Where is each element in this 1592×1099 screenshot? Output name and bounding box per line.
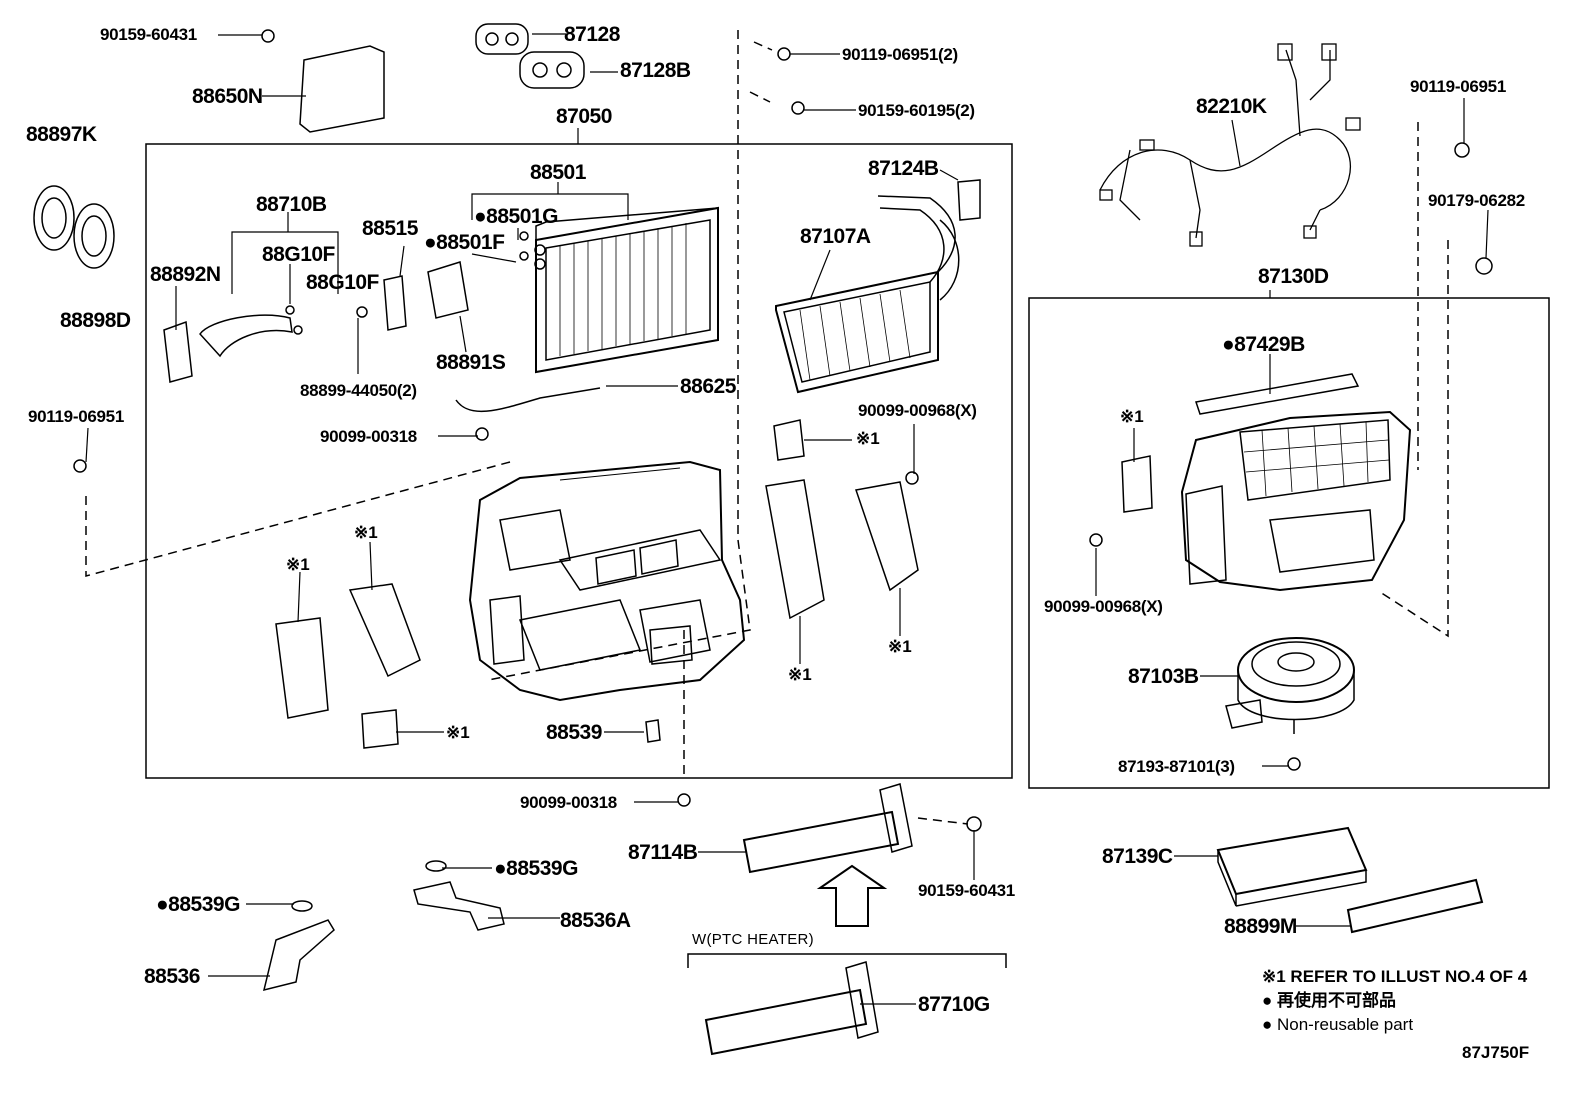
part-label-88650N: 88650N (192, 85, 263, 108)
ref-marker: ※1 (286, 555, 310, 574)
part-label-87128B: 87128B (620, 59, 691, 82)
grommet-88539G-a (425, 860, 447, 872)
part-label-90179-06282: 90179-06282 (1428, 191, 1525, 210)
evaporator-88501 (534, 206, 719, 374)
part-label-88501F: ●88501F (424, 231, 505, 254)
ptc-heater-87114B (742, 783, 913, 874)
legend-en-note: ● Non-reusable part (1262, 1015, 1414, 1034)
part-label-88536A: 88536A (560, 909, 631, 932)
part-label-88501G: ●88501G (474, 205, 558, 228)
blower-case-87130D (1180, 373, 1412, 592)
part-label-87128: 87128 (564, 23, 620, 46)
ptc-heater-87710G (704, 961, 879, 1056)
part-label-88899M: 88899M (1224, 915, 1297, 938)
part-label-88539G-a: ●88539G (494, 857, 578, 880)
ref-marker: ※1 (446, 723, 470, 742)
actuators-ref (275, 419, 1153, 749)
part-label-90099-00318-b: 90099-00318 (520, 793, 617, 812)
part-label-82210K: 82210K (1196, 95, 1267, 118)
group-label-87050: 87050 (556, 105, 612, 128)
part-label-87139C: 87139C (1102, 845, 1173, 868)
part-label-87107A: 87107A (800, 225, 871, 248)
part-label-88891S: 88891S (436, 351, 506, 374)
part-label-90099-00968-x-a: 90099-00968(X) (858, 401, 977, 420)
gasket-87128 (475, 23, 529, 55)
part-label-87124B: 87124B (868, 157, 939, 180)
part-label-90099-00318-a: 90099-00318 (320, 427, 417, 446)
bracket-88536 (262, 919, 335, 992)
part-label-87103B: 87103B (1128, 665, 1199, 688)
part-label-88898D: 88898D (60, 309, 131, 332)
ptc-bracket (687, 953, 1007, 968)
ptc-heater-title: W(PTC HEATER) (692, 931, 814, 948)
part-label-88899-44050-2: 88899-44050(2) (300, 381, 417, 400)
main-unit-box (145, 143, 1013, 779)
ref-marker: ※1 (788, 665, 812, 684)
part-label-88536: 88536 (144, 965, 200, 988)
blower-motor-87103B (1225, 637, 1355, 734)
part-label-90159-60431-top: 90159-60431 (100, 25, 197, 44)
ref-marker: ※1 (888, 637, 912, 656)
bracket-88650N (299, 45, 385, 133)
part-label-87114B: 87114B (628, 841, 698, 864)
part-label-88539: 88539 (546, 721, 602, 744)
part-label-88G10F-b: 88G10F (306, 271, 379, 294)
part-label-90119-06951-2: 90119-06951(2) (842, 45, 958, 64)
sensor-88515 (383, 275, 407, 331)
part-label-90159-60195-2: 90159-60195(2) (858, 101, 975, 120)
part-label-88539G-b: ●88539G (156, 893, 240, 916)
part-label-90119-06951-right: 90119-06951 (1410, 77, 1506, 96)
part-label-88515: 88515 (362, 217, 418, 240)
clip-88539 (645, 719, 661, 743)
main-unit-housing (468, 460, 746, 702)
bracket-87124B (957, 179, 981, 221)
heater-core-87107A (775, 195, 960, 394)
part-label-87429B: ●87429B (1222, 333, 1305, 356)
cover-88899M (1346, 878, 1484, 934)
ref-marker: ※1 (1120, 407, 1144, 426)
sensor-88625 (455, 387, 601, 413)
seal-88898D (73, 203, 115, 269)
fasteners (73, 29, 1493, 832)
leader-lines (85, 33, 1489, 1005)
bracket-88536A (413, 881, 505, 931)
seal-88897K (33, 185, 75, 251)
part-label-88892N: 88892N (150, 263, 221, 286)
part-label-90119-06951-left: 90119-06951 (28, 407, 124, 426)
bracket-88891S (427, 261, 469, 319)
group-label-87130D: 87130D (1258, 265, 1329, 288)
hose-assembly-88710B (163, 314, 293, 383)
grommet-88539G-b (291, 900, 313, 912)
part-label-88625: 88625 (680, 375, 736, 398)
legend-jp-note: ● 再使用不可部品 (1262, 991, 1396, 1010)
group-label-88710B: 88710B (256, 193, 327, 216)
blower-unit-box (1028, 297, 1550, 789)
part-label-90099-00968-x-b: 90099-00968(X) (1044, 597, 1163, 616)
part-label-88897K: 88897K (26, 123, 97, 146)
part-label-88G10F-a: 88G10F (262, 243, 335, 266)
ref-marker: ※1 (354, 523, 378, 542)
part-label-87710G: 87710G (918, 993, 990, 1016)
legend-ref-note: ※1 REFER TO ILLUST NO.4 OF 4 (1262, 967, 1528, 986)
group-label-88501: 88501 (530, 161, 586, 184)
air-filter-87139C (1216, 826, 1368, 907)
part-label-90159-60431-bottom: 90159-60431 (918, 881, 1015, 900)
ref-marker: ※1 (856, 429, 880, 448)
gasket-87128B (519, 51, 585, 89)
part-label-87193-87101-3: 87193-87101(3) (1118, 757, 1235, 776)
up-arrow (816, 864, 888, 927)
illustration-code: 87J750F (1462, 1043, 1530, 1062)
wiring-harness-82210K (1099, 43, 1361, 247)
